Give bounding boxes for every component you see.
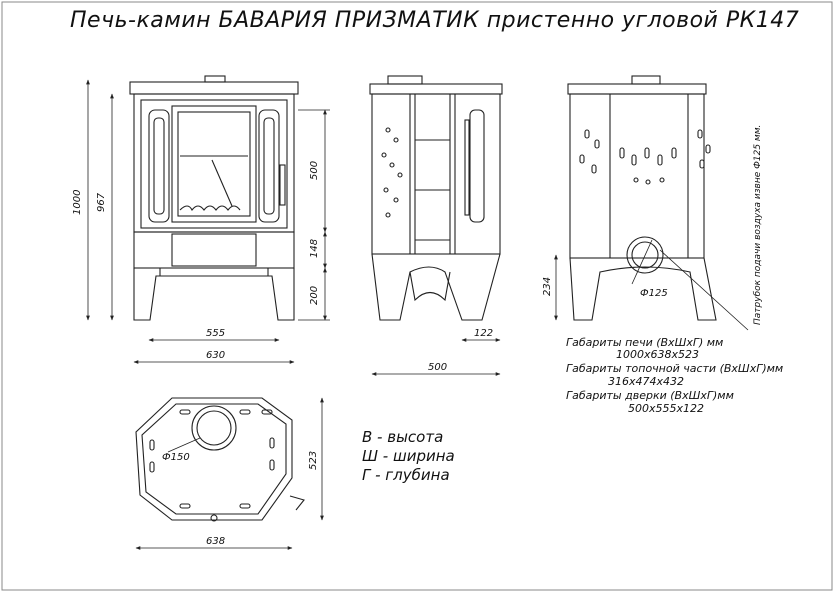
dim-door-depth: 122 — [474, 328, 493, 339]
dim-top-depth: 523 — [308, 451, 319, 470]
dim-height-total: 1000 — [72, 190, 83, 215]
legend-height: В - высота — [362, 428, 444, 446]
spec-3-label: Габариты дверки (ВхШхГ)мм — [566, 389, 734, 402]
legend-depth: Г - глубина — [362, 466, 450, 484]
inlet-note: Патрубок подачи воздуха извне Ф125 мм. — [753, 125, 763, 325]
spec-1-label: Габариты печи (ВхШхГ) мм — [566, 336, 724, 349]
spec-2-value: 316х474х432 — [608, 375, 685, 388]
spec-1-value: 1000х638х523 — [616, 348, 700, 361]
dim-inlet-height: 234 — [542, 277, 553, 296]
dim-leg-height: 200 — [309, 286, 320, 305]
spec-3-value: 500х555х122 — [628, 402, 705, 415]
side-view — [369, 75, 503, 321]
dimension-lines — [86, 79, 749, 550]
front-view — [129, 75, 299, 321]
spec-2-label: Габариты топочной части (ВхШхГ)мм — [566, 362, 784, 375]
top-view — [135, 397, 305, 522]
dim-height-body: 967 — [96, 192, 107, 212]
drawing-title: Печь-камин БАВАРИЯ ПРИЗМАТИК пристенно у… — [70, 8, 800, 33]
dim-width-total: 630 — [206, 350, 225, 361]
dim-flue-diameter: Ф150 — [162, 452, 190, 463]
dim-top-width: 638 — [206, 536, 225, 547]
legend-width: Ш - ширина — [362, 447, 455, 465]
dim-ash-height: 148 — [309, 239, 320, 258]
dim-side-depth: 500 — [428, 362, 447, 373]
dim-inlet-diameter: Ф125 — [640, 288, 668, 299]
dim-door-height: 500 — [309, 161, 320, 180]
back-view — [567, 75, 717, 321]
dim-width-inner: 555 — [206, 328, 225, 339]
